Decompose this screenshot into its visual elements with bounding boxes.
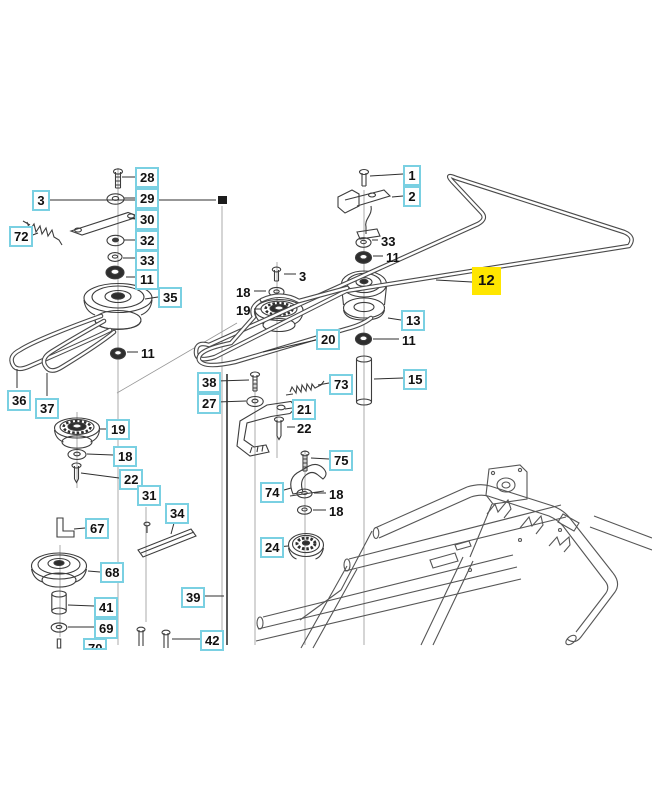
screw-28 [112, 168, 124, 175]
washer-18-lower [67, 448, 87, 461]
callout-11-2[interactable]: 11 [141, 346, 155, 361]
callout-18-4[interactable]: 18 [236, 285, 251, 300]
callout-29[interactable]: 29 [135, 188, 160, 209]
callout-12[interactable]: 12 [472, 267, 501, 295]
spring-72 [22, 220, 63, 246]
spacer-41 [51, 590, 67, 615]
callout-19[interactable]: 19 [106, 419, 131, 440]
callout-35[interactable]: 35 [158, 287, 183, 308]
callout-27[interactable]: 27 [197, 393, 222, 414]
bolts-42 [136, 626, 171, 648]
callout-41[interactable]: 41 [94, 597, 119, 618]
callout-31[interactable]: 31 [137, 485, 162, 506]
washer-33 [107, 252, 123, 262]
bolt-1 [358, 168, 370, 176]
pin-70 [56, 638, 62, 649]
bracket-74 [290, 463, 327, 495]
callout-20[interactable]: 20 [316, 329, 341, 350]
hardware-stack-top-left [22, 168, 227, 280]
callout-22[interactable]: 22 [119, 469, 144, 490]
belt-12 [193, 173, 634, 362]
bracket-21-assembly [236, 371, 297, 457]
bracket-2 [337, 189, 392, 240]
callout-3-2[interactable]: 3 [299, 269, 307, 284]
guide-assembly-74 [287, 450, 327, 560]
callout-15[interactable]: 15 [403, 369, 428, 390]
washer-69 [50, 622, 68, 633]
washer-33-mid [355, 237, 372, 248]
washer-29 [106, 193, 125, 205]
callout-11[interactable]: 11 [135, 269, 159, 290]
bracket-67 [56, 517, 75, 538]
pulley-19-lower [53, 417, 101, 449]
callout-42[interactable]: 42 [200, 630, 225, 651]
callout-18-3[interactable]: 18 [329, 504, 344, 519]
washer-18-a [296, 488, 313, 499]
callout-28[interactable]: 28 [135, 167, 160, 188]
callout-39[interactable]: 39 [181, 587, 206, 608]
callout-21[interactable]: 21 [292, 399, 317, 420]
callout-2[interactable]: 2 [403, 186, 421, 207]
callout-18[interactable]: 18 [113, 446, 138, 467]
callout-11-4[interactable]: 11 [386, 250, 400, 265]
nut-3 [218, 196, 227, 204]
callout-67[interactable]: 67 [85, 518, 110, 539]
callout-36[interactable]: 36 [7, 390, 32, 411]
idler-assembly-bottom-left [30, 417, 197, 649]
callout-38[interactable]: 38 [197, 372, 222, 393]
mount-plate [485, 464, 528, 505]
callout-72[interactable]: 72 [9, 226, 34, 247]
bolt-22-mid [273, 416, 285, 423]
callout-11-3[interactable]: 11 [402, 333, 416, 348]
belt-guides [486, 498, 571, 553]
belt-20 [196, 285, 374, 368]
callout-32[interactable]: 32 [135, 230, 160, 251]
bolt-3 [271, 266, 282, 273]
belt-37 [41, 318, 117, 373]
callout-70[interactable]: 70 [83, 638, 108, 650]
washer-18-b [296, 505, 313, 515]
callout-73[interactable]: 73 [329, 374, 354, 395]
bolt-38 [249, 371, 261, 378]
callout-3[interactable]: 3 [32, 190, 50, 211]
callout-13[interactable]: 13 [401, 310, 426, 331]
washer-27 [246, 395, 264, 408]
spring-73 [285, 380, 325, 396]
callout-1[interactable]: 1 [403, 165, 421, 186]
callout-33-2[interactable]: 33 [381, 234, 396, 249]
clutch-assembly [285, 168, 392, 406]
callout-30[interactable]: 30 [135, 209, 160, 230]
bolt-22-lower [71, 462, 82, 469]
bolt-75 [300, 450, 310, 457]
callout-74[interactable]: 74 [260, 482, 285, 503]
callout-18-2[interactable]: 18 [329, 487, 344, 502]
callout-24[interactable]: 24 [260, 537, 285, 558]
bracket-21 [236, 400, 297, 457]
callout-19-2[interactable]: 19 [236, 303, 251, 318]
callout-69[interactable]: 69 [94, 618, 119, 639]
bar-34 [137, 521, 197, 558]
callout-34[interactable]: 34 [165, 503, 190, 524]
callout-22-2[interactable]: 22 [297, 421, 312, 436]
belt-36 [9, 313, 113, 372]
callout-33[interactable]: 33 [135, 250, 160, 271]
pulley-68 [30, 552, 88, 588]
pulley-24 [287, 532, 325, 560]
callout-75[interactable]: 75 [329, 450, 354, 471]
chassis-frame [255, 464, 652, 649]
callout-37[interactable]: 37 [35, 398, 60, 419]
callout-68[interactable]: 68 [100, 562, 125, 583]
spacer-15 [355, 355, 373, 406]
